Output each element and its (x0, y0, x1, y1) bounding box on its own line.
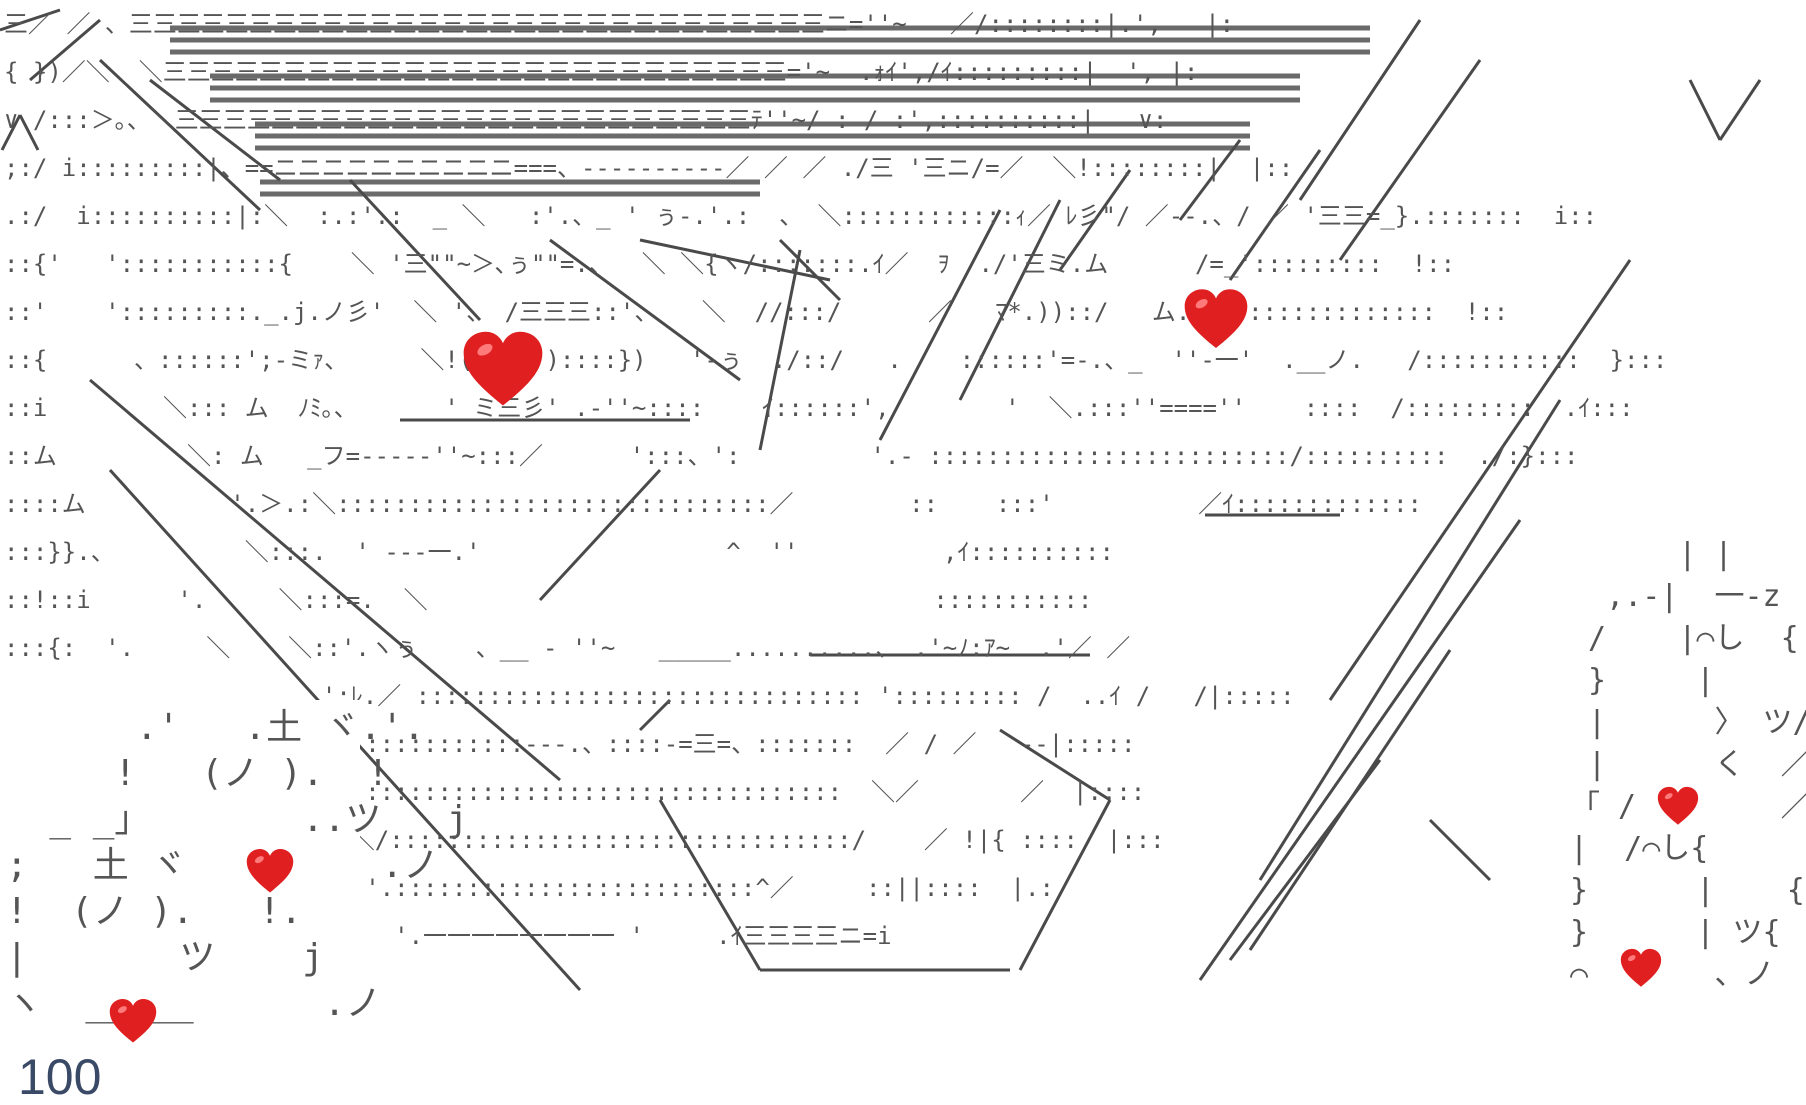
heart-icon (108, 998, 158, 1044)
ascii-row: .＼/::::::::::::::::::::::::::::::::/ ／ !… (4, 826, 1165, 854)
right-panel-row: ⌒ 、ノ (1570, 957, 1775, 992)
ascii-row: > ::::::::::::::::::::::::::::::::: ＼／ ／… (4, 778, 1146, 806)
left-panel-row: | ツ j (6, 937, 324, 978)
ascii-row: ::{' ':::::::::::{ ＼ '三""~＞､ぅ""=.、 ＼ ＼{ヽ… (4, 250, 1456, 278)
ascii-row: .:/ i::::::::::|:＼ :.:'.: _ ＼ :'.、_ ' ぅ-… (4, 202, 1598, 230)
right-panel-row: } | :' (1588, 663, 1806, 698)
ascii-row: ::i ＼::: ム ﾉﾐ｡、 ' ミ三彡' .-''~:::: ｲ::::::… (4, 394, 1634, 422)
left-ascii-panel: .' .土 ヾ.'. ! (ノ ). ! _ _」 ..ツ j ; 土 ヾ .ノ!… (0, 700, 468, 1102)
right-panel-row: | | (1570, 537, 1733, 572)
right-panel-row: 「 / ／ (1570, 789, 1806, 824)
ascii-row: :::}}.、 ＼:::. ' ‐‐‐一.' ^ '' ,ｲ:::::::::: (4, 538, 1114, 566)
ascii-row: ::::ム '.＞.:＼::::::::::::::::::::::::::::… (4, 490, 1422, 518)
ascii-linework (0, 8, 1762, 992)
ascii-art-canvas: 三／ ／ 、三三三三三三三三三三三三三三三三三三三三三三三三三三三三三ニ=''~… (0, 8, 1806, 1102)
left-panel-row: ! (ノ ). ! (6, 753, 389, 794)
heart-icon (1183, 288, 1249, 350)
ascii-row: { })／＼ ＼三三三三三三三三三三三三三三三三三三三三三三三三三三='~ .ｫ… (4, 58, 1199, 86)
right-panel-row: ,.-| 一-z (1570, 579, 1781, 614)
right-panel-row: | /⌒し{ (1570, 831, 1709, 866)
ascii-row: '.一一一一一一一一 ' .ｲ三三三三ニ=i (4, 922, 892, 950)
right-panel-row: | 〉 ツ/ (1570, 705, 1806, 740)
heart-icon (1657, 786, 1699, 826)
right-panel-row: | く ／ (1570, 747, 1806, 782)
count-label: 100 (18, 1049, 102, 1105)
ascii-row: ;:/ i:::::::::|、==ニニニニニニニニニニ===、-‐-‐-‐-‐… (4, 154, 1294, 182)
right-panel-row: / |⌒し { (1570, 621, 1799, 656)
ascii-row: ∨ /:::＞｡、＼三三三三三三三三三三三三三三三三三三三三三三三三ﾃ''~/ … (4, 106, 1168, 134)
left-panel-row: _ _」 ..ツ j (6, 799, 469, 840)
right-panel-row: } | ツ{ (1570, 915, 1781, 950)
left-panel-row: .' .土 ヾ.'. (6, 707, 425, 748)
right-ascii-panel: | | ,.-| 一-z / |⌒し { } | :' | 〉 ツ/ | く ／… (1560, 530, 1806, 1010)
ascii-row: ':ﾚ.／ ::::::::::::::::::::::::::::::: ':… (4, 682, 1295, 710)
ascii-row: 三／ ／ 、三三三三三三三三三三三三三三三三三三三三三三三三三三三三三ニ=''~… (4, 10, 1235, 38)
ascii-row: ::!::i '. ＼:::=. ＼ ::::::::::: (4, 586, 1093, 614)
left-panel-row: ; 土 ヾ .ノ (6, 845, 440, 886)
ascii-row: '::::::::::::‐‐‐.、::::‐=三=、::::::: ／ / ／… (4, 730, 1136, 758)
heart-icon (245, 848, 295, 894)
heart-icon (1620, 948, 1662, 988)
left-panel-row: ヽ _____ .ノ (6, 983, 382, 1024)
ascii-row: ::{ 、::::::';-ミｧ、 ＼!(( ◯ ))::::}) '‐ぅ ./… (4, 346, 1668, 374)
heart-icon (462, 330, 544, 408)
ascii-row: ::ム ＼: ム _フ=‐‐‐‐‐''~:::／ ':::、': '.- :::… (4, 442, 1579, 470)
right-panel-row: } | { (1570, 873, 1805, 908)
ascii-row: ::' ':::::::::._.j.ノ彡' ＼ '、 /三三三::'、 ＼ /… (4, 298, 1509, 326)
ascii-row: :::{: '. ＼ ＼::'.ヽぅ 、__ - ''~ _____......… (4, 634, 1131, 662)
left-panel-row: ! (ノ ). !. (6, 891, 303, 932)
ascii-row: '.:::::::::::::::::::::::::^／ ::||:::: |… (4, 874, 1054, 902)
